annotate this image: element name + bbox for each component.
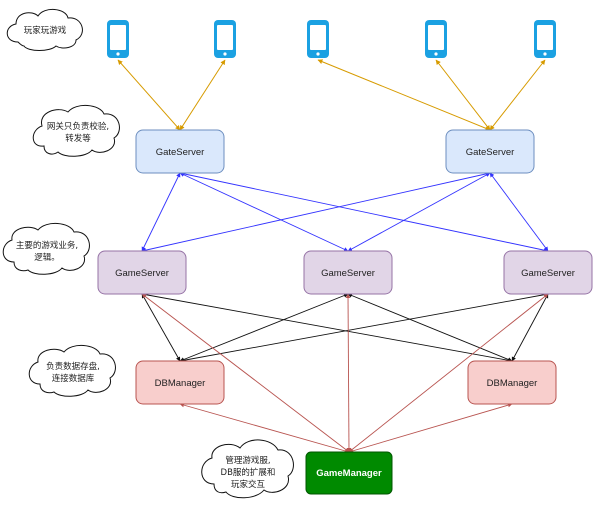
db-manager-node: DBManager	[467, 360, 557, 405]
edge-manager-db1	[179, 402, 350, 454]
phone-icon	[307, 20, 329, 58]
game-server-label: GameServer	[521, 268, 575, 279]
game-server-node: GameServer	[303, 250, 393, 295]
db-manager-label: DBManager	[487, 378, 538, 389]
edge-game1-db1	[141, 293, 181, 362]
edges-game-db	[141, 292, 549, 363]
cloud-label-game-1: 主要的游戏业务,	[16, 240, 78, 251]
phone-icon	[534, 20, 556, 58]
phones	[107, 20, 556, 58]
cloud-label-manager-2: DB服的扩展和	[221, 467, 276, 478]
gate-server-node: GateServer	[135, 129, 225, 174]
edge-gate1-game3	[179, 171, 549, 253]
edge-phone4-gate2	[435, 59, 491, 131]
cloud-label-db-2: 连接数据库	[52, 373, 95, 384]
cloud-label-gateway-1: 网关只负责校验,	[47, 121, 109, 132]
db-manager-node: DBManager	[135, 360, 225, 405]
game-manager-label: GameManager	[316, 468, 382, 479]
gate-server-label: GateServer	[466, 147, 515, 158]
cloud-manager: 管理游戏服, DB服的扩展和 玩家交互	[201, 439, 294, 499]
edge-manager-db2	[348, 402, 513, 454]
edge-game1-db2	[141, 292, 513, 363]
game-server-label: GameServer	[321, 268, 375, 279]
edge-gate1-game1	[141, 172, 181, 252]
edge-gate2-game2	[347, 172, 491, 252]
edge-gate2-game1	[141, 171, 491, 253]
cloud-shape	[28, 345, 116, 397]
phone-icon	[107, 20, 129, 58]
phone-icon	[214, 20, 236, 58]
cloud-label-game-2: 逻辑。	[34, 252, 60, 263]
edge-gate1-game2	[179, 172, 349, 252]
gate-server-label: GateServer	[156, 147, 205, 158]
game-server-label: GameServer	[115, 268, 169, 279]
edges-manager	[141, 293, 549, 454]
cloud-shape	[6, 9, 83, 51]
game-manager-node: GameManager	[305, 451, 393, 495]
edge-phone5-gate2	[489, 59, 546, 131]
gate-server-node: GateServer	[445, 129, 535, 174]
cloud-shape	[2, 223, 90, 275]
edge-game2-db1	[179, 293, 349, 362]
game-server-node: GameServer	[97, 250, 187, 295]
cloud-db: 负责数据存盘, 连接数据库	[28, 345, 116, 397]
cloud-label-manager-1: 管理游戏服,	[225, 455, 270, 466]
cloud-label-db-1: 负责数据存盘,	[46, 361, 100, 372]
edge-game3-db2	[511, 293, 549, 362]
cloud-players: 玩家玩游戏	[6, 9, 83, 51]
cloud-label-players: 玩家玩游戏	[24, 25, 67, 36]
edges-phone-gate	[117, 59, 546, 131]
edge-phone1-gate1	[117, 59, 181, 131]
db-manager-label: DBManager	[155, 378, 206, 389]
game-server-node: GameServer	[503, 250, 593, 295]
cloud-label-manager-3: 玩家交互	[231, 479, 266, 490]
edges-gate-game	[141, 171, 549, 253]
edge-gate2-game3	[489, 172, 549, 252]
cloud-shape	[201, 439, 294, 499]
edge-game2-db2	[347, 293, 513, 362]
cloud-gateway: 网关只负责校验, 转发等	[32, 105, 120, 157]
cloud-label-gateway-2: 转发等	[65, 133, 91, 144]
edge-phone3-gate2	[317, 59, 491, 131]
edge-game3-db1	[179, 292, 549, 363]
cloud-shape	[32, 105, 120, 157]
edge-phone2-gate1	[179, 59, 226, 131]
edge-manager-game2	[345, 293, 352, 453]
phone-icon	[425, 20, 447, 58]
cloud-game: 主要的游戏业务, 逻辑。	[2, 223, 90, 275]
